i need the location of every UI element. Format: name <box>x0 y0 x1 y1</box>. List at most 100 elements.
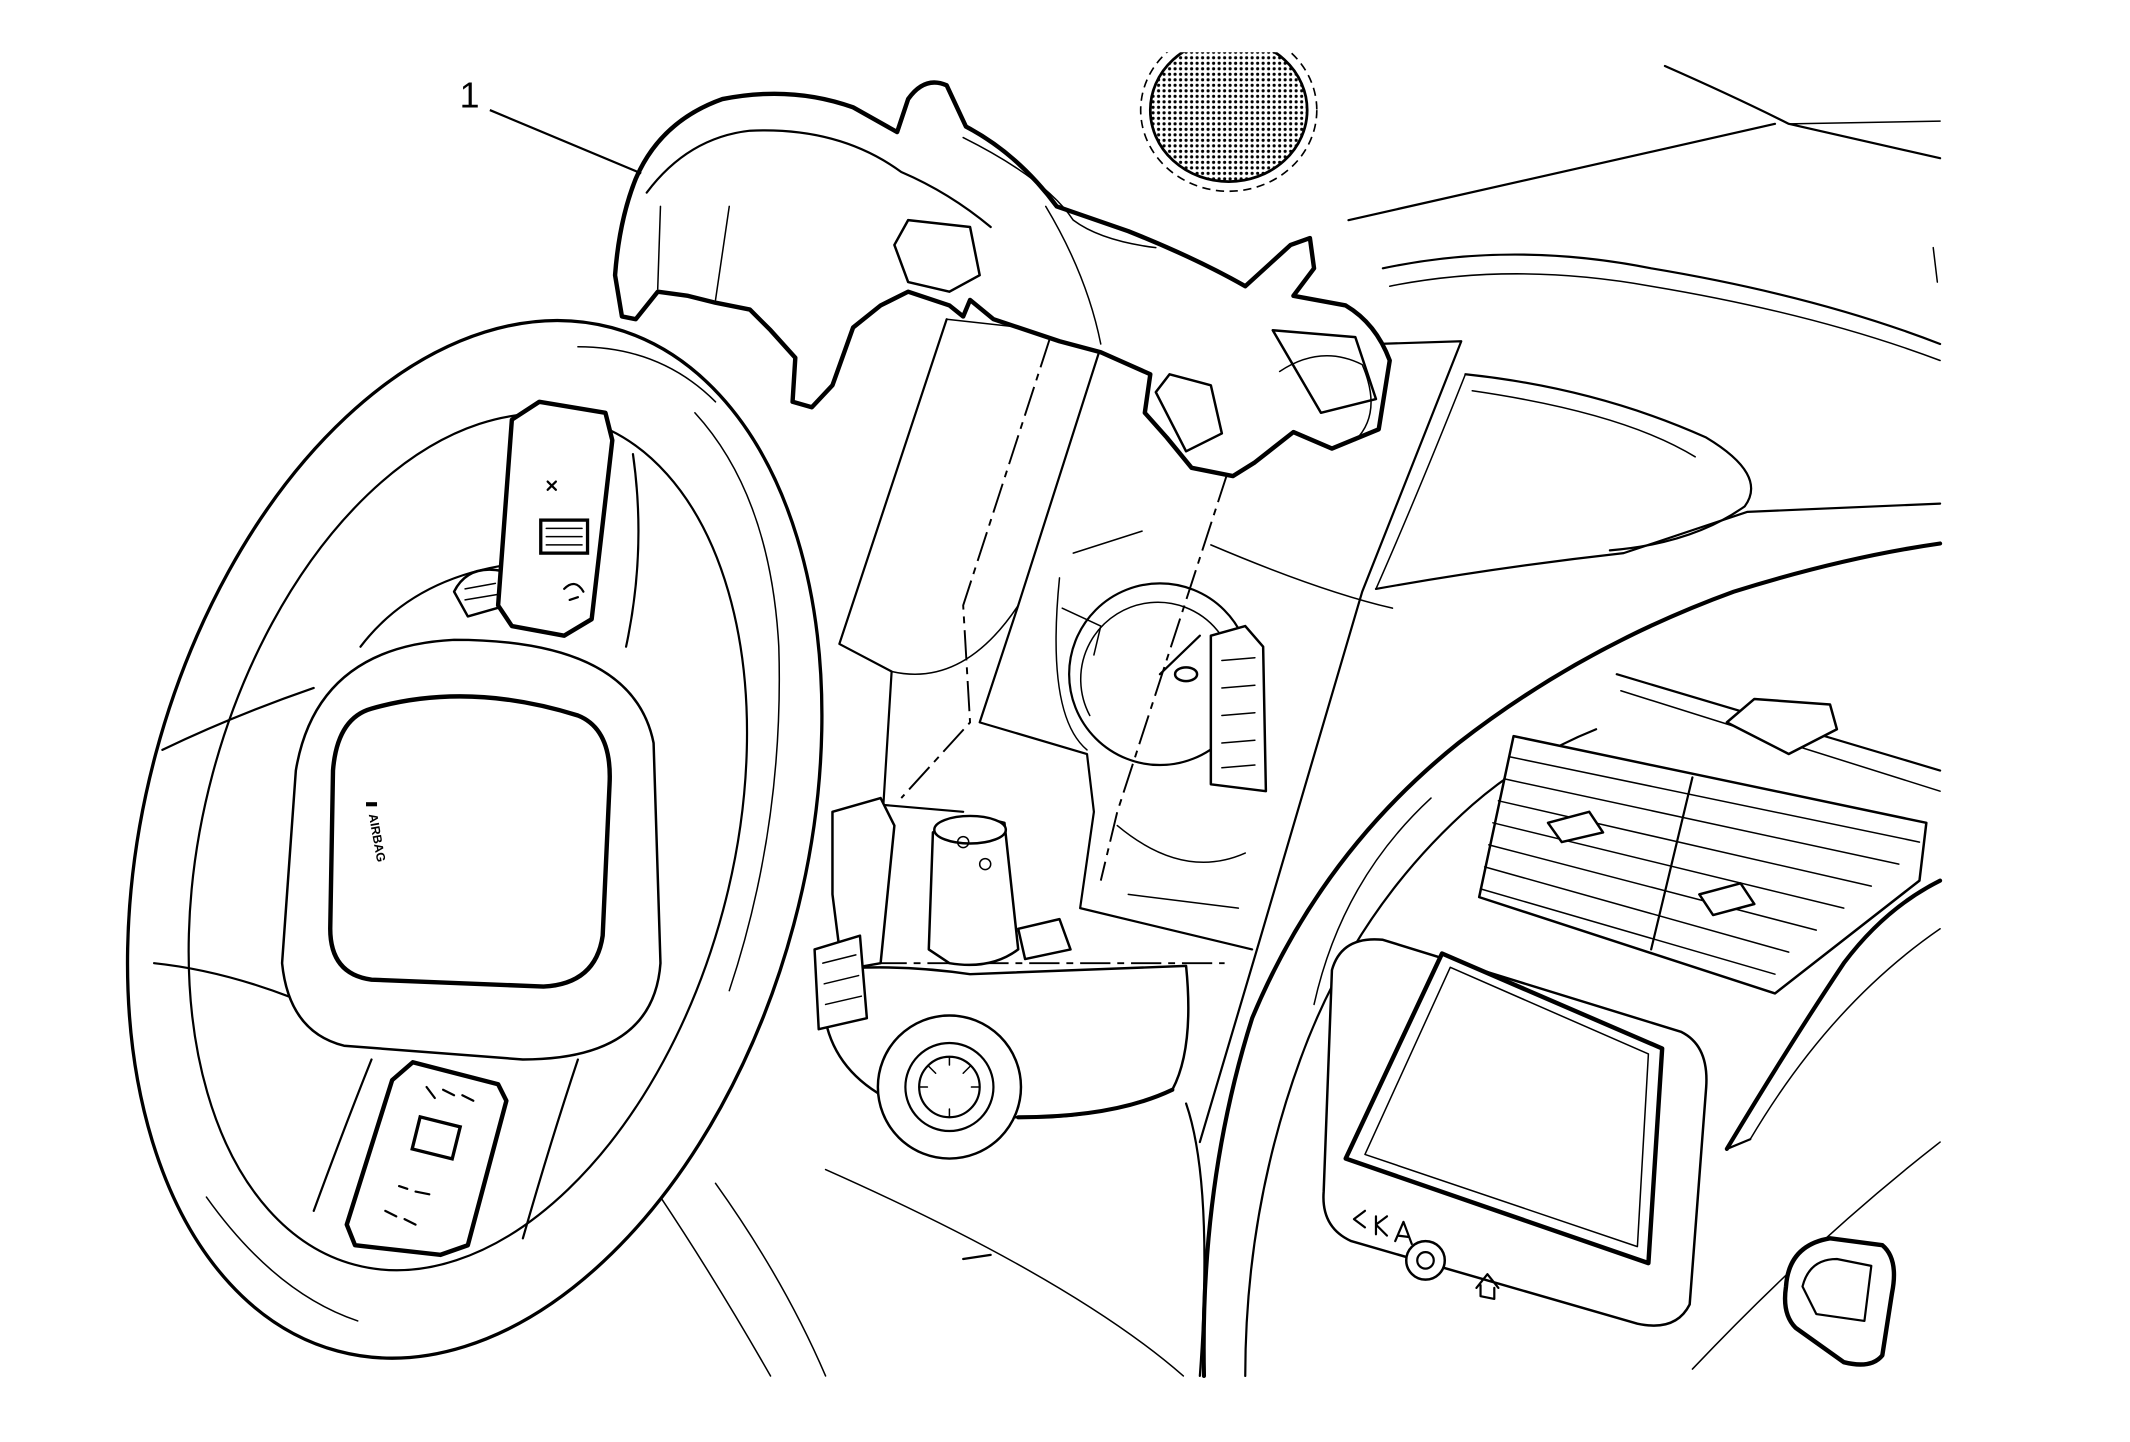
speaker-grille <box>1139 52 1318 193</box>
air-vent-knob-right <box>1698 882 1756 917</box>
steering-wheel: AIRBAG <box>125 318 824 1360</box>
back-button-icon <box>1352 1209 1367 1229</box>
cluster-lower-bezel <box>1116 824 1247 909</box>
mute-icon <box>546 480 557 491</box>
center-stack-inner-curve <box>1313 797 1432 1006</box>
touch-screen-inner <box>1364 966 1650 1248</box>
column-connector <box>813 934 869 1031</box>
air-vent <box>1477 734 1928 995</box>
home-button-icon <box>1475 1273 1500 1301</box>
ignition-bezel <box>876 1014 1023 1160</box>
air-vent-knob-left <box>1546 810 1605 844</box>
column-lock-bolt-2 <box>978 857 992 871</box>
turn-signal-stalk-grip <box>464 582 499 601</box>
upper-trim-cover-switch-base <box>1271 328 1378 415</box>
steering-wheel-left-spoke-bottom <box>153 962 293 999</box>
upper-trim-cover-clip-2 <box>1154 373 1224 453</box>
dash-top-curve <box>1381 253 1942 346</box>
cruise-toggle-switch <box>410 1114 463 1161</box>
phantom-panel-right <box>1198 340 1463 1144</box>
glove-box-handle-outer <box>1782 1236 1897 1367</box>
glove-box-handle-inner <box>1801 1257 1873 1323</box>
speedometer-needle <box>1158 634 1201 676</box>
dash-right-swoosh-2 <box>1749 928 1941 1141</box>
steering-wheel-upper-spoke-right <box>624 452 640 648</box>
cluster-hood-left <box>1210 544 1394 609</box>
steering-wheel-left-spoke-top <box>161 686 315 751</box>
upper-trim-cover-side-ridge <box>1044 205 1102 345</box>
center-stack-outer-edge <box>1201 541 1943 1379</box>
lower-switch-pod <box>344 1060 509 1258</box>
lower-column-cover-shadow <box>1016 1087 1175 1120</box>
upper-trim-cover-left-rib <box>656 205 731 301</box>
steering-column <box>813 796 1190 1160</box>
touch-screen <box>1343 951 1665 1266</box>
upper-trim-cover-switch-curve <box>1278 355 1372 442</box>
steering-column-upper-trim-cover <box>612 80 1392 479</box>
callout-label-1: 1 <box>460 75 480 115</box>
cluster-bracket <box>1061 607 1102 656</box>
ignition-ring <box>904 1041 995 1133</box>
airbag-logo-mark <box>366 802 378 807</box>
cluster-left-edge <box>1055 530 1143 751</box>
dashboard-upper-lines <box>1210 64 1942 609</box>
audio-button-icon <box>1394 1220 1413 1245</box>
power-knob <box>1404 1239 1447 1281</box>
upper-trim-cover-top-ridge <box>962 136 1157 249</box>
steering-wheel-rim-highlight <box>694 412 781 992</box>
dash-right-edge <box>1932 246 1939 283</box>
windshield-pillar-line <box>1663 64 1942 160</box>
fuel-gauge-box <box>1209 624 1268 793</box>
hazard-button-tab <box>1725 697 1839 756</box>
steering-wheel-rim-seam-lower <box>205 1196 359 1322</box>
cluster-hood-outer <box>1464 373 1753 552</box>
instrument-cluster <box>1055 530 1268 909</box>
knee-bolster-line-1 <box>659 1196 772 1377</box>
windshield-top-line <box>1787 120 1941 125</box>
infotainment-unit <box>1322 938 1708 1327</box>
speaker-grille-mesh <box>1148 52 1309 183</box>
lower-dash-lines <box>659 1102 1206 1378</box>
voice-icon <box>563 582 585 602</box>
phantom-trim-panels <box>825 318 1463 1144</box>
upper-trim-cover-clip-1 <box>893 218 981 293</box>
speedometer-hub <box>1173 666 1199 683</box>
dash-right-swoosh-1 <box>1724 878 1943 1151</box>
cruise-set-icon <box>397 1184 431 1196</box>
phantom-panel-mid-right <box>1099 473 1229 881</box>
cluster-hood-inner <box>1471 390 1696 458</box>
cluster-hood-edge <box>1375 373 1467 590</box>
airbag-cover <box>328 694 612 989</box>
power-icon <box>1416 1251 1435 1270</box>
windshield-base-line <box>1347 122 1777 222</box>
knee-bolster-mark <box>962 1253 992 1261</box>
lower-switch-pod-bezel <box>344 1060 509 1258</box>
ignition-notches <box>918 1055 981 1119</box>
air-vent-slats <box>1479 756 1921 975</box>
dash-top-curve-inner <box>1388 273 1941 362</box>
fuel-gauge-ticks <box>1221 656 1256 769</box>
column-lock-top <box>933 814 1008 845</box>
column-top-connector <box>1016 917 1072 961</box>
steering-wheel-rim-seam <box>577 345 717 403</box>
center-stack <box>1201 541 1943 1379</box>
cluster-hood-lower <box>1374 502 1942 591</box>
cruise-on-icon <box>425 1085 475 1102</box>
column-connector-detail <box>822 954 863 1006</box>
knee-bolster-line-2 <box>714 1182 827 1377</box>
phantom-panel-mid-left <box>900 338 1051 799</box>
cruise-cancel-icon <box>384 1209 417 1226</box>
steering-wheel-lower-spoke-right <box>521 1058 580 1240</box>
steering-wheel-upper-spoke <box>359 563 513 648</box>
favorite-button-icon <box>1374 1215 1389 1237</box>
upper-trim-cover-hood-edge <box>645 129 992 229</box>
dash-right-swoosh-tip <box>1725 1138 1752 1151</box>
callout-1: 1 <box>460 75 642 175</box>
steering-wheel-lower-spoke <box>312 1058 373 1212</box>
air-vent-divider <box>1650 776 1694 951</box>
column-bracket-left <box>831 796 896 972</box>
column-lock-bolt-1 <box>956 835 970 849</box>
volume-toggle-ribs <box>545 527 583 546</box>
upper-switch-pod <box>495 399 615 638</box>
